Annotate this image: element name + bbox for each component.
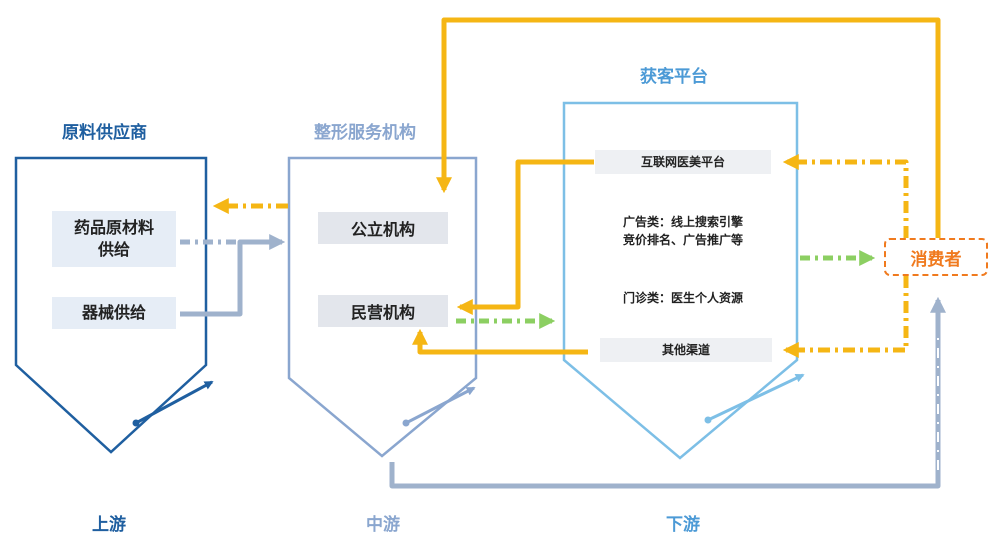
downstream-section-title: 获客平台: [640, 67, 708, 87]
upstream-footer-label: 上游: [92, 515, 126, 535]
private-institution-box: 民营机构: [318, 295, 448, 327]
consumer-to-other-channels-flow: [782, 276, 909, 359]
equipment-supply-box: 器械供给: [52, 297, 176, 329]
midstream-section-title: 整形服务机构: [314, 123, 416, 143]
downstream-trend-arrow: [704, 373, 805, 424]
medicine-raw-material-box: 药品原材料 供给: [52, 211, 176, 267]
clinic-channel-box: 门诊类：医生个人资源: [594, 287, 772, 309]
consumer-to-platforms-flow: [782, 153, 909, 238]
downstream-container: [562, 101, 799, 460]
midstream-to-consumer-flow: [389, 296, 947, 489]
other-channels-to-private-flow: [411, 328, 588, 355]
platform-to-private-flow: [456, 159, 594, 316]
other-channels-box: 其他渠道: [600, 338, 772, 362]
downstream-footer-label: 下游: [666, 515, 700, 535]
midstream-footer-label: 中游: [366, 515, 400, 535]
internet-medical-beauty-platform-box: 互联网医美平台: [595, 150, 771, 174]
upstream-section-title: 原料供应商: [62, 123, 147, 143]
upstream-container: [14, 156, 208, 454]
consumer-to-public-flow: [435, 17, 941, 238]
equipment-to-midstream-flow: [180, 239, 278, 317]
public-institution-box: 公立机构: [318, 212, 448, 244]
upstream-trend-arrow: [132, 380, 214, 427]
advertising-channel-box: 广告类：线上搜索引擎 竞价排名、广告推广等: [594, 211, 772, 251]
midstream-trend-arrow: [402, 386, 476, 427]
consumer-node: 消费者: [884, 238, 988, 276]
